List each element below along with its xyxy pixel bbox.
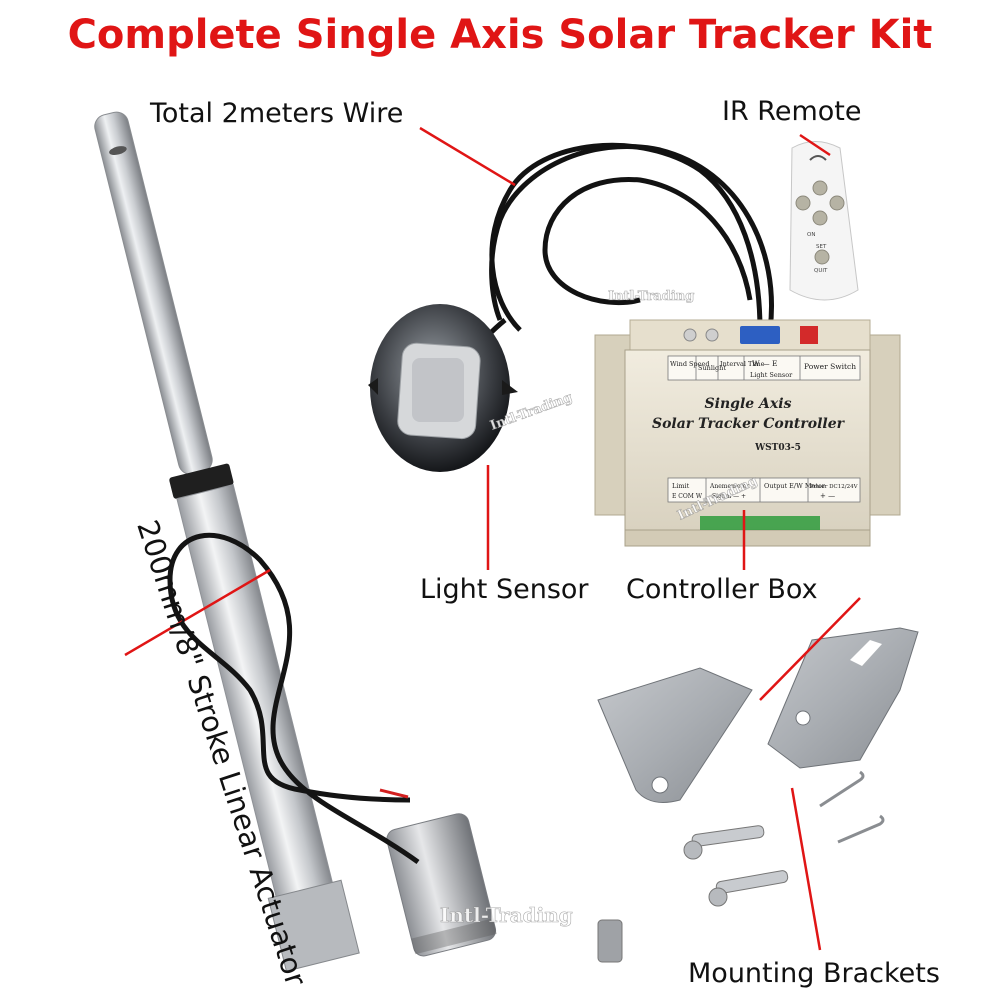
label-ir-remote: IR Remote [722,96,862,127]
linear-actuator [94,111,623,972]
label-light-sensor: Light Sensor [420,574,589,605]
term-w-e: W — E [752,359,777,368]
term-power-polarity: + — [820,492,835,500]
leader-controller-bracket [759,597,861,701]
watermark-top: Intl-Trading [608,289,694,304]
term-interval-time: Interval Time [720,360,765,368]
term-light-sensor: Light Sensor [750,371,793,379]
term-wind-speed: Wind Speed [670,360,710,368]
leader-wire [419,126,516,187]
term-power: Power DC12/24V [810,484,859,490]
term-e-com-w: E COM W [672,493,703,500]
term-power-switch: Power Switch [804,362,856,371]
controller-model: WST03-5 [754,443,801,453]
term-output-motor: Output E/W Motor [764,482,826,490]
remote-set-label: SET [816,244,827,250]
term-anemometer: Anemometer [709,483,749,490]
label-controller-box: Controller Box [626,574,818,605]
light-sensor [368,304,518,472]
term-signal: Signal — + [712,493,746,500]
controller-box: Wind Speed Sunlight Interval Time W — E … [594,319,901,547]
controller-line2: Solar Tracker Controller [652,416,846,432]
mounting-brackets [597,627,919,907]
wire-coil [467,142,775,351]
leader-brackets [790,787,822,951]
ir-remote: ON SET QUIT [789,141,859,301]
watermark-bottom: Intl-Trading [440,903,573,927]
term-sunlight: Sunlight [698,364,726,372]
leader-stroke [124,568,271,657]
label-mounting-brackets: Mounting Brackets [688,958,940,989]
term-limit: Limit [672,482,690,490]
page-title: Complete Single Axis Solar Tracker Kit [67,12,933,58]
leader-remote [799,133,831,157]
controller-line1: Single Axis [705,396,792,412]
leader-lines [124,126,861,951]
remote-quit-label: QUIT [814,268,828,274]
label-wire: Total 2meters Wire [150,98,404,129]
remote-on-label: ON [807,232,815,238]
